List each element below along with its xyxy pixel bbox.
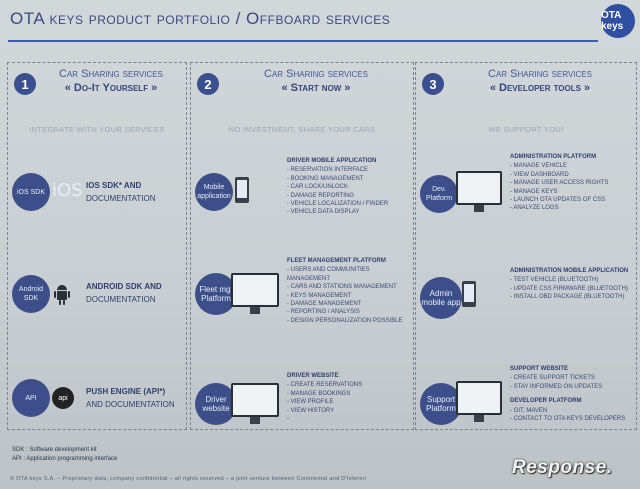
list-item: Test vehicle (Bluetooth): [510, 276, 634, 284]
monitor-icon: [231, 273, 279, 314]
push-engine-title-text: Push engine (API*): [86, 387, 166, 396]
column-heading-text: Car Sharing services: [488, 68, 592, 80]
list-item: Design personalization possible: [287, 317, 411, 325]
push-engine-desc: and documentation: [86, 400, 175, 409]
list-item: View history: [287, 407, 411, 415]
list-item: Damage reporting: [287, 192, 411, 200]
response-watermark: Response.: [512, 457, 613, 478]
monitor-icon: [456, 171, 502, 212]
column-heading-text: Car Sharing services: [59, 68, 163, 80]
monitor-icon: [456, 381, 502, 422]
dev-platform-circle: Dev. Platform: [420, 175, 458, 213]
list-item: [287, 415, 411, 423]
monitor-icon: [231, 383, 279, 424]
column-tagline: We support you!: [488, 125, 564, 134]
list-item: Manage keys: [510, 188, 634, 196]
list-item: View dashboard: [510, 171, 634, 179]
column-do-it-yourself: 1 Car Sharing services « Do-It Yourself …: [7, 62, 187, 430]
api-circle: API: [12, 379, 50, 417]
list-item: Create reservations: [287, 381, 411, 389]
support-website-list: Support website Create support tickets S…: [510, 365, 634, 423]
list-item: Manage vehicle: [510, 162, 634, 170]
column-tagline: Integrate with your services: [29, 125, 165, 134]
list-item: Stay informed on updates: [510, 383, 634, 391]
android-sdk-circle: Android SDK: [12, 275, 50, 313]
support-platform-circle: Support Platform: [420, 383, 462, 425]
list-item: Analyze logs: [510, 204, 634, 212]
list-item: Create support tickets: [510, 374, 634, 382]
list-item: Damage management: [287, 300, 411, 308]
title-underline: [8, 40, 598, 42]
list-item: Reservation interface: [287, 166, 411, 174]
list-item: View profile: [287, 398, 411, 406]
list-title: Administration platform: [510, 154, 597, 160]
column-heading: Car Sharing services « Developer tools »: [446, 67, 634, 95]
ios-logo-icon: iOS: [52, 180, 83, 201]
column-number-2: 2: [197, 73, 219, 95]
admin-mobile-app-list: Administration mobile application Test v…: [510, 267, 634, 302]
fleet-platform-list: Fleet management Platform Users and comm…: [287, 257, 411, 325]
list-item: Reporting / analysis: [287, 308, 411, 316]
ios-sdk-title: iOS SDK* and documentation: [86, 179, 155, 205]
list-title: Support website: [510, 366, 569, 372]
list-title: Developer platform: [510, 398, 582, 405]
list-title: Administration mobile application: [510, 268, 629, 274]
fleet-platform-circle: Fleet mgt Platform: [195, 273, 237, 315]
footnote-api: API : Application programming interface: [12, 456, 118, 462]
smartphone-icon: [462, 281, 476, 307]
ios-sdk-title-text: iOS SDK* and: [86, 181, 142, 190]
list-item: Install OBD package (Bluetooth): [510, 293, 634, 301]
driver-website-circle: Driver website: [195, 383, 237, 425]
column-heading: Car Sharing services « Do-It Yourself »: [36, 67, 186, 95]
column-heading: Car Sharing services « Start now »: [221, 67, 411, 95]
list-item: Update CSS firmware (Bluetooth): [510, 285, 634, 293]
column-developer-tools: 3 Car Sharing services « Developer tools…: [415, 62, 637, 430]
android-sdk-title: Android SDK and documentation: [86, 280, 162, 306]
list-item: Cars and stations management: [287, 283, 411, 291]
column-heading-text: Car Sharing services: [264, 68, 368, 80]
api-logo-icon: api: [52, 387, 74, 409]
list-item: Vehicle localization / Finder: [287, 200, 411, 208]
list-item: Booking management: [287, 175, 411, 183]
column-tagline: No investment, share your cars: [228, 125, 376, 134]
ios-sdk-desc: documentation: [86, 194, 156, 203]
list-item: Car lock/unlock: [287, 183, 411, 191]
push-engine-title: Push engine (API*) and documentation: [86, 385, 175, 411]
list-item: Keys management: [287, 292, 411, 300]
list-item: Manage user access rights: [510, 179, 634, 187]
list-title: Fleet management Platform: [287, 258, 386, 264]
column-number-1: 1: [14, 73, 36, 95]
column-start-now: 2 Car Sharing services « Start now » No …: [190, 62, 414, 430]
android-sdk-desc: documentation: [86, 295, 156, 304]
slide-title: OTA keys product portfolio / Offboard se…: [10, 9, 391, 28]
list-item: Manage bookings: [287, 390, 411, 398]
mobile-application-circle: Mobile application: [195, 173, 233, 211]
list-item: Contact to OTA keys developers: [510, 415, 634, 423]
column-subheading: « Developer tools »: [489, 82, 591, 94]
ota-keys-logo: OTA keys: [601, 4, 635, 38]
list-title: Driver mobile application: [287, 158, 377, 164]
driver-website-list: Driver website Create reservations Manag…: [287, 372, 411, 423]
list-title: Driver website: [287, 373, 339, 379]
driver-mobile-app-list: Driver mobile application Reservation in…: [287, 157, 411, 217]
column-subheading: « Do-It Yourself »: [64, 82, 158, 94]
android-icon: [54, 285, 70, 305]
list-item: Users and communities management: [287, 266, 411, 283]
admin-mobile-app-circle: Admin mobile app: [420, 277, 462, 319]
list-item: Vehicle data display: [287, 208, 411, 216]
footnote-sdk: SDK : Software development kit: [12, 447, 97, 453]
list-item: Git, Maven: [510, 407, 634, 415]
column-number-3: 3: [422, 73, 444, 95]
ios-sdk-circle: iOS SDK: [12, 173, 50, 211]
list-item: Launch OTA updates of CSS: [510, 196, 634, 204]
smartphone-icon: [235, 177, 249, 203]
administration-platform-list: Administration platform Manage vehicle V…: [510, 153, 634, 213]
column-subheading: « Start now »: [281, 82, 351, 94]
android-sdk-title-text: Android SDK and: [86, 282, 162, 291]
confidentiality-footer: © OTA keys S.A. – Proprietary data, comp…: [10, 476, 367, 482]
